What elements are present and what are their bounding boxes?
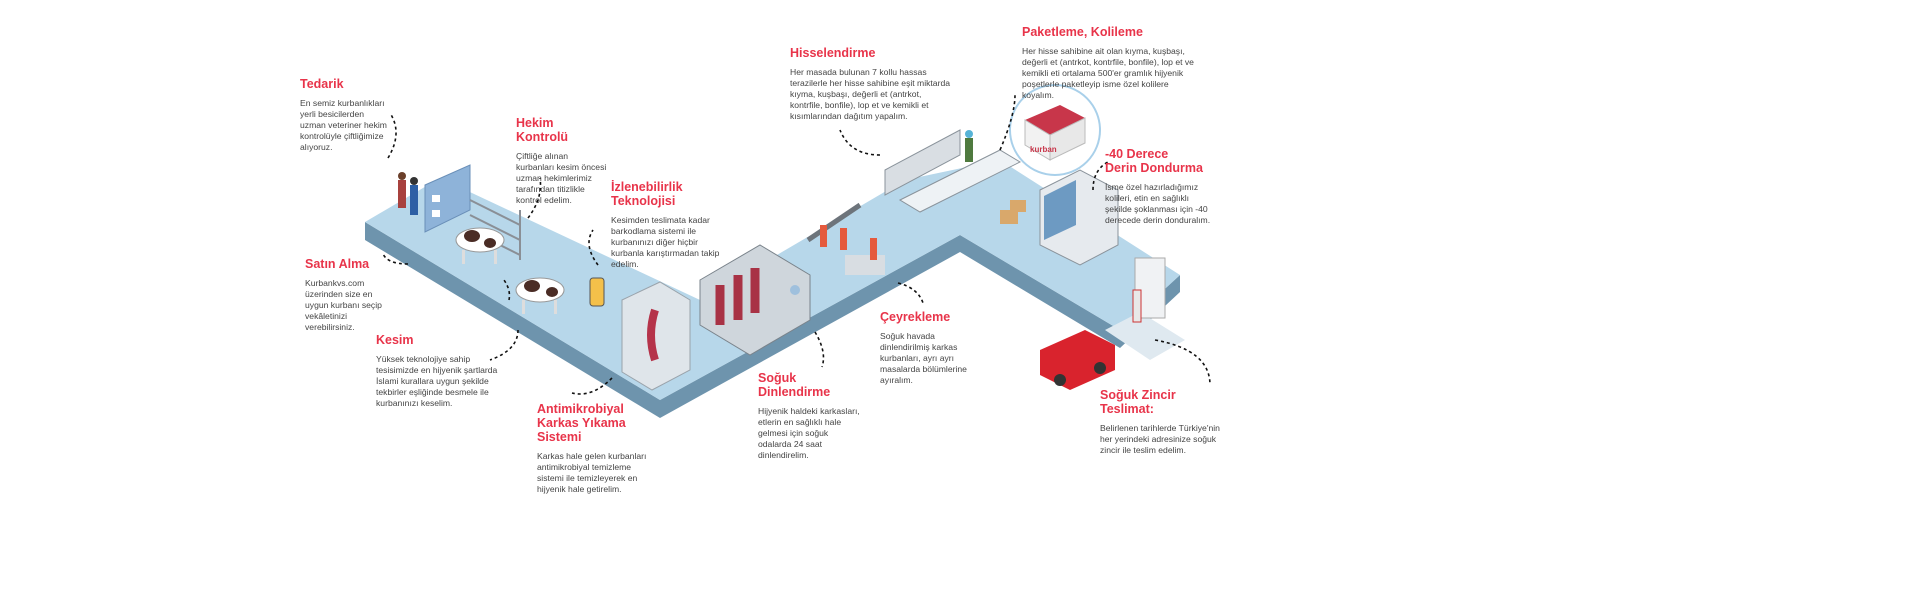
arrow-tedarik-2 [503, 279, 511, 301]
cow-icon [515, 277, 565, 314]
step-title: Hisselendirme [790, 46, 876, 60]
step-description: Yüksek teknolojiye sahip tesisimizde en … [376, 354, 498, 408]
step-kesim: Kesim Yüksek teknolojiye sahip tesisimiz… [376, 333, 501, 409]
wash-cabinet [621, 281, 691, 391]
arrow-tedarik [387, 112, 397, 159]
step-description: İsme özel hazırladığımız kolileri, etin … [1105, 182, 1211, 225]
step-title: Satın Alma [305, 257, 370, 271]
portioning-line [884, 129, 1022, 213]
step-satin-alma: Satın Alma Kurbankvs.com üzerinden size … [305, 257, 385, 333]
step-ceyrekleme: Çeyrekleme Soğuk havada dinlendirilmiş k… [880, 310, 972, 386]
step-title: Çeyrekleme [880, 310, 951, 324]
step-hisselendirme: Hisselendirme Her masada bulunan 7 kollu… [790, 46, 950, 122]
step-izlenebilirlik: İzlenebilirlik Teknolojisi Kesimden tesl… [611, 180, 723, 270]
cow-icon [455, 227, 505, 264]
step-hekim-kontrolu: Hekim Kontrolü Çiftliğe alınan kurbanlar… [516, 116, 608, 206]
step-description: Kurbankvs.com üzerinden size en uygun ku… [305, 278, 382, 332]
step-soguk-zincir-teslimat: Soğuk Zincir Teslimat: Belirlenen tarihl… [1100, 388, 1222, 456]
flow-arrows [382, 94, 1211, 395]
step-title: Soğuk Zincir Teslimat: [1100, 388, 1176, 416]
package-magnifier: kurban [1009, 84, 1101, 176]
step-description: Soğuk havada dinlendirilmiş karkas kurba… [880, 331, 967, 385]
step-title: Paketleme, Kolileme [1022, 25, 1143, 39]
arrow-kesim [489, 329, 519, 361]
step-description: Hijyenik haldeki karkasları, etlerin en … [758, 406, 860, 460]
courier [1132, 289, 1142, 323]
step-title-line2: Karkas Yıkama Sistemi [537, 416, 626, 444]
quartering-station [806, 202, 885, 275]
arrow-satin-alma [382, 253, 409, 265]
step-description: Çiftliğe alınan kurbanları kesim öncesi … [516, 151, 607, 205]
step-title: -40 Derece [1105, 147, 1169, 161]
step-title: Antimikrobiyal [537, 402, 624, 416]
step-tedarik: Tedarik En semiz kurbanlıkları yerli bes… [300, 77, 392, 153]
step-description: Her masada bulunan 7 kollu hassas terazi… [790, 67, 951, 121]
step-description: Belirlenen tarihlerde Türkiye'nin her ye… [1100, 423, 1220, 455]
barcode-scanner-icon [589, 277, 605, 307]
step-description: Kesimden teslimata kadar barkodlama sist… [611, 215, 720, 269]
farmer-figures [398, 172, 418, 215]
step-description: En semiz kurbanlıkları yerli besicilerde… [300, 98, 387, 152]
cold-room [699, 244, 811, 356]
step-title: Tedarik [300, 77, 344, 91]
step-title: Hekim Kontrolü [516, 116, 569, 144]
arrow-hisselendirme [839, 129, 881, 156]
step-description: Karkas hale gelen kurbanları antimikrobi… [537, 451, 647, 494]
arrow-antimikrobiyal [571, 377, 613, 395]
arrow-derin-dondurma [1092, 161, 1109, 191]
step-title: İzlenebilirlik Teknolojisi [611, 180, 683, 208]
step-title-line2: Derin Dondurma [1105, 161, 1203, 175]
delivery-pad [1105, 312, 1185, 360]
arrow-ceyrekleme [897, 282, 924, 304]
fence [469, 199, 521, 260]
arrow-izlenebilirlik [588, 229, 599, 266]
step-description: Her hisse sahibine ait olan kıyma, kuşba… [1022, 46, 1194, 100]
box-logo: kurban [1030, 145, 1057, 154]
arrow-teslimat [1154, 339, 1211, 386]
vote-screen [424, 164, 471, 233]
step-soguk-dinlendirme: Soğuk Dinlendirme Hijyenik haldeki karka… [758, 371, 860, 461]
step-title: Kesim [376, 333, 414, 347]
freezer [1000, 169, 1119, 266]
arrow-soguk-dinlendirme [814, 331, 825, 368]
step-paketleme: Paketleme, Kolileme Her hisse sahibine a… [1022, 25, 1202, 101]
step-title: Soğuk Dinlendirme [758, 371, 831, 399]
delivery-van-icon [1040, 330, 1115, 390]
